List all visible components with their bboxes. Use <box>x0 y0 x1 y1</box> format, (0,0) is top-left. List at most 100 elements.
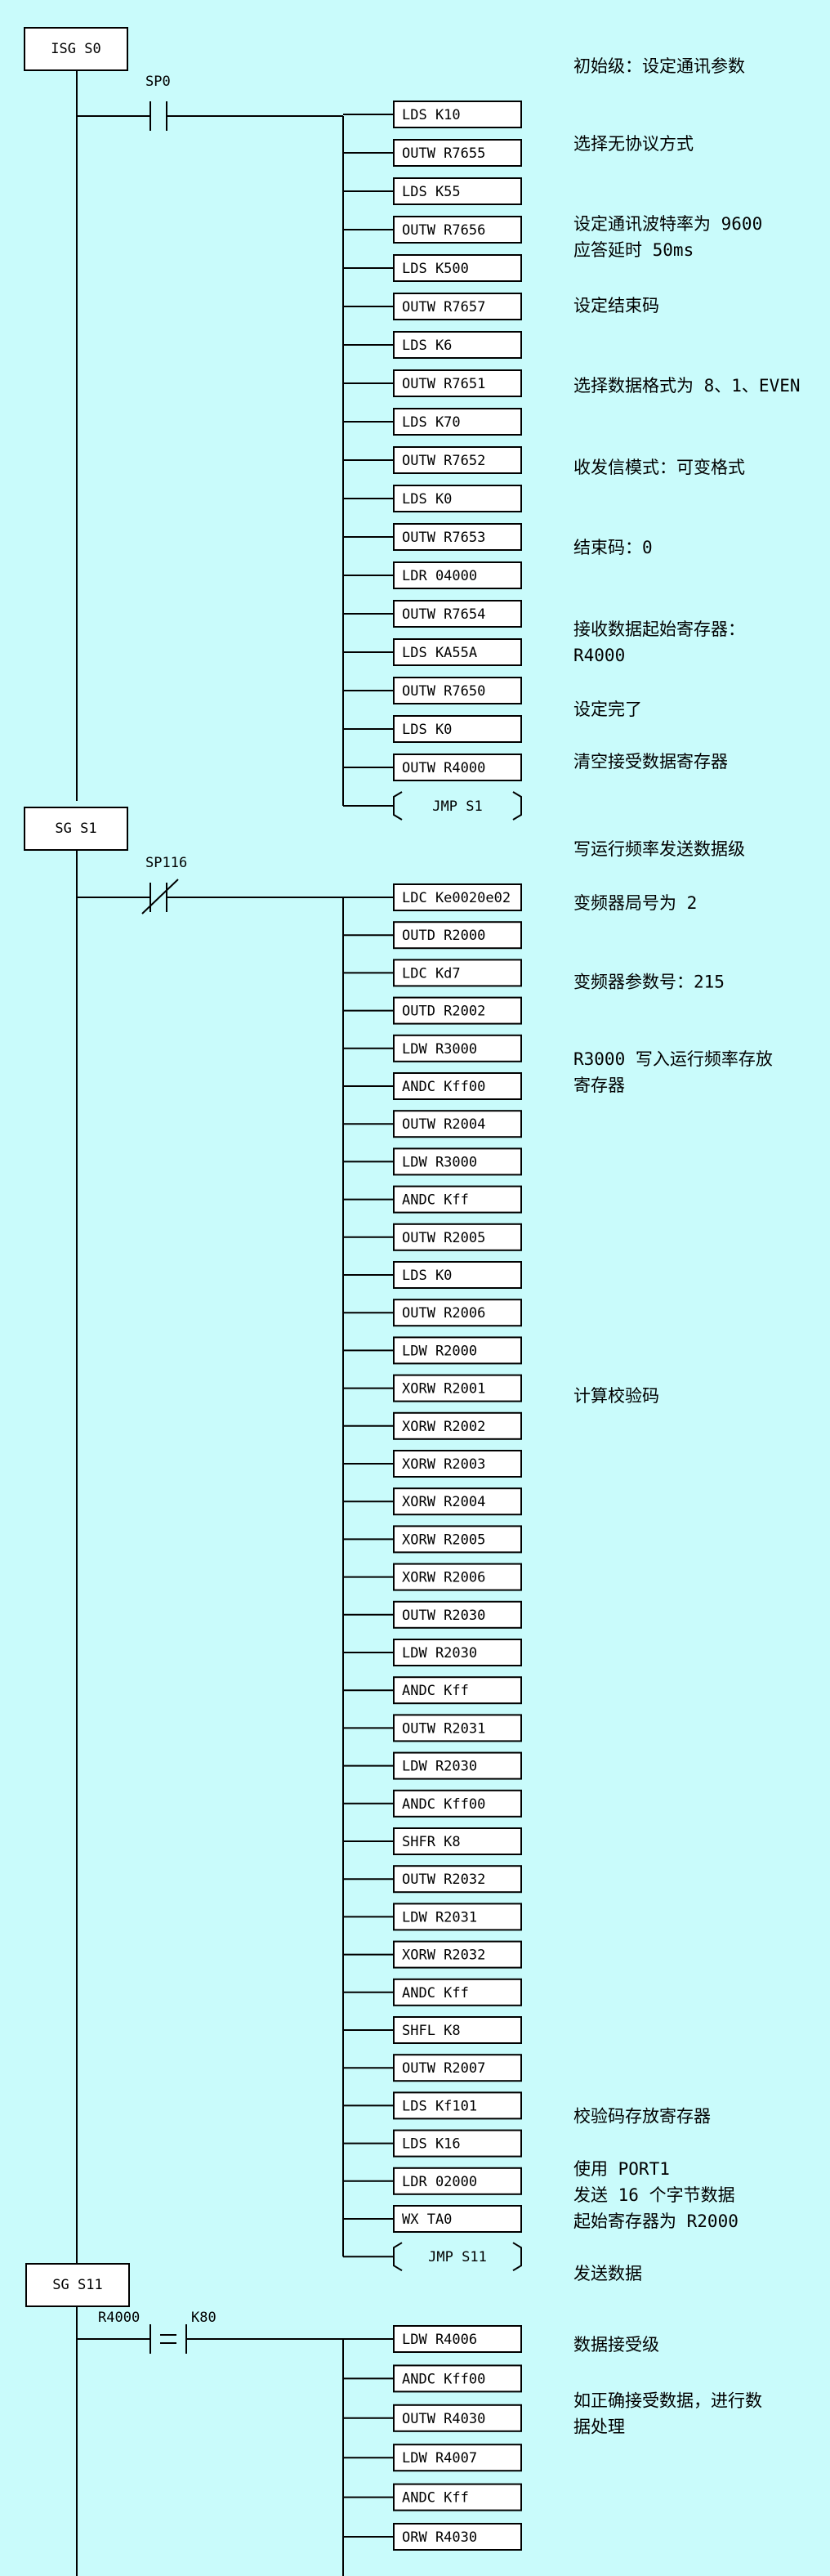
instruction-text: ANDC Kff00 <box>402 1796 485 1813</box>
instruction-text: OUTW R2004 <box>402 1116 485 1133</box>
instruction-box <box>393 715 522 743</box>
instruction-text: ANDC Kff00 <box>402 2371 485 2387</box>
instruction-box <box>393 446 522 474</box>
instruction-text: OUTW R7655 <box>402 145 485 162</box>
instruction-text: WX TA0 <box>402 2212 452 2228</box>
stage-box <box>24 807 128 851</box>
instruction-text: OUTW R2031 <box>402 1720 485 1737</box>
instruction-box <box>393 921 522 950</box>
compare-operand: R4000 <box>98 2310 140 2326</box>
instruction-text: LDS Kf101 <box>402 2098 477 2114</box>
instruction-box <box>393 2054 522 2082</box>
instruction-box <box>393 1865 522 1894</box>
instruction-box <box>393 1676 522 1705</box>
instruction-text: LDS K10 <box>402 107 461 123</box>
instruction-box <box>393 523 522 551</box>
jump-text: JMP S1 <box>432 798 482 815</box>
stage-label: SG S1 <box>55 821 96 837</box>
instruction-box <box>393 2205 522 2233</box>
instruction-text: LDW R3000 <box>402 1154 477 1170</box>
instruction-text: LDW R2030 <box>402 1645 477 1661</box>
instruction-box <box>393 2167 522 2195</box>
instruction-text: LDS K16 <box>402 2136 461 2153</box>
instruction-box <box>393 408 522 436</box>
comment-text: 写运行频率发送数据级 <box>573 839 745 859</box>
instruction-text: LDW R4006 <box>402 2332 477 2348</box>
instruction-box <box>393 2364 522 2393</box>
instruction-text: ANDC Kff <box>402 1985 469 2001</box>
stage-box <box>25 2263 130 2307</box>
instruction-box <box>393 1827 522 1855</box>
instruction-text: OUTW R7654 <box>402 606 485 623</box>
comment-text: 使用 PORT1 <box>573 2159 670 2179</box>
instruction-text: OUTW R2006 <box>402 1305 485 1322</box>
comment-text: 设定完了 <box>573 700 642 719</box>
instruction-box <box>393 1714 522 1742</box>
instruction-box <box>393 1147 522 1176</box>
instruction-text: OUTW R2005 <box>402 1230 485 1246</box>
instruction-text: XORW R2006 <box>402 1570 485 1586</box>
instruction-box <box>393 1751 522 1780</box>
instruction-box <box>393 1903 522 1931</box>
instruction-text: LDS K6 <box>402 338 452 354</box>
instruction-text: LDW R2030 <box>402 1759 477 1775</box>
comment-text: R4000 <box>573 646 625 665</box>
instruction-box <box>393 677 522 704</box>
instruction-box <box>393 2129 522 2158</box>
instruction-box <box>393 1978 522 2006</box>
instruction-text: ANDC Kff <box>402 1683 469 1699</box>
jump-bracket <box>393 791 403 821</box>
instruction-text: OUTD R2000 <box>402 928 485 944</box>
instruction-text: XORW R2032 <box>402 1948 485 1964</box>
instruction-box <box>393 1525 522 1554</box>
instruction-box <box>393 1072 522 1100</box>
instruction-box <box>393 1223 522 1251</box>
instruction-box <box>393 638 522 666</box>
instruction-text: LDC Ke0020e02 <box>402 890 511 906</box>
instruction-box <box>393 1487 522 1516</box>
instruction-box <box>393 1336 522 1365</box>
instruction-box <box>393 2523 522 2551</box>
instruction-box <box>393 1374 522 1402</box>
instruction-text: OUTW R7657 <box>402 299 485 315</box>
instruction-box <box>393 2016 522 2044</box>
instruction-text: XORW R2001 <box>402 1381 485 1398</box>
instruction-text: OUTW R4030 <box>402 2411 485 2427</box>
instruction-text: OUTW R2030 <box>402 1608 485 1624</box>
comment-text: 变频器参数号：215 <box>573 972 725 991</box>
instruction-text: OUTW R7656 <box>402 222 485 239</box>
instruction-text: SHFR K8 <box>402 1834 461 1850</box>
comment-text: 结束码：0 <box>573 538 653 557</box>
instruction-text: XORW R2003 <box>402 1456 485 1473</box>
instruction-text: OUTW R4000 <box>402 760 485 776</box>
comment-text: 应答延时 50ms <box>573 240 694 260</box>
comment-text: 发送数据 <box>573 2264 642 2283</box>
instruction-text: ANDC Kff <box>402 1192 469 1209</box>
instruction-text: LDC Kd7 <box>402 965 461 982</box>
instruction-box <box>393 2444 522 2472</box>
instruction-box <box>393 1450 522 1478</box>
instruction-box <box>393 2325 522 2353</box>
instruction-text: LDW R3000 <box>402 1041 477 1058</box>
contact-slash <box>141 879 179 915</box>
instruction-text: LDS K500 <box>402 261 469 277</box>
instruction-text: LDS K70 <box>402 414 461 431</box>
instruction-text: LDS K0 <box>402 491 452 508</box>
comment-text: R3000 写入运行频率存放 <box>573 1049 773 1069</box>
comment-text: 起始寄存器为 R2000 <box>573 2212 739 2231</box>
comment-text: 数据接受级 <box>573 2335 659 2355</box>
jump-text: JMP S11 <box>428 2249 487 2265</box>
instruction-box <box>393 883 522 911</box>
instruction-text: ANDC Kff <box>402 2490 469 2507</box>
jump-bracket <box>512 2242 522 2272</box>
instruction-text: LDW R2000 <box>402 1343 477 1359</box>
instruction-box <box>393 1563 522 1591</box>
instruction-text: LDW R4007 <box>402 2450 477 2466</box>
instruction-box <box>393 139 522 167</box>
jump-bracket <box>512 791 522 821</box>
instruction-box <box>393 485 522 512</box>
comment-text: 选择数据格式为 8、1、EVEN <box>573 376 801 396</box>
comment-text: 校验码存放寄存器 <box>573 2106 711 2126</box>
instruction-box <box>393 2404 522 2432</box>
